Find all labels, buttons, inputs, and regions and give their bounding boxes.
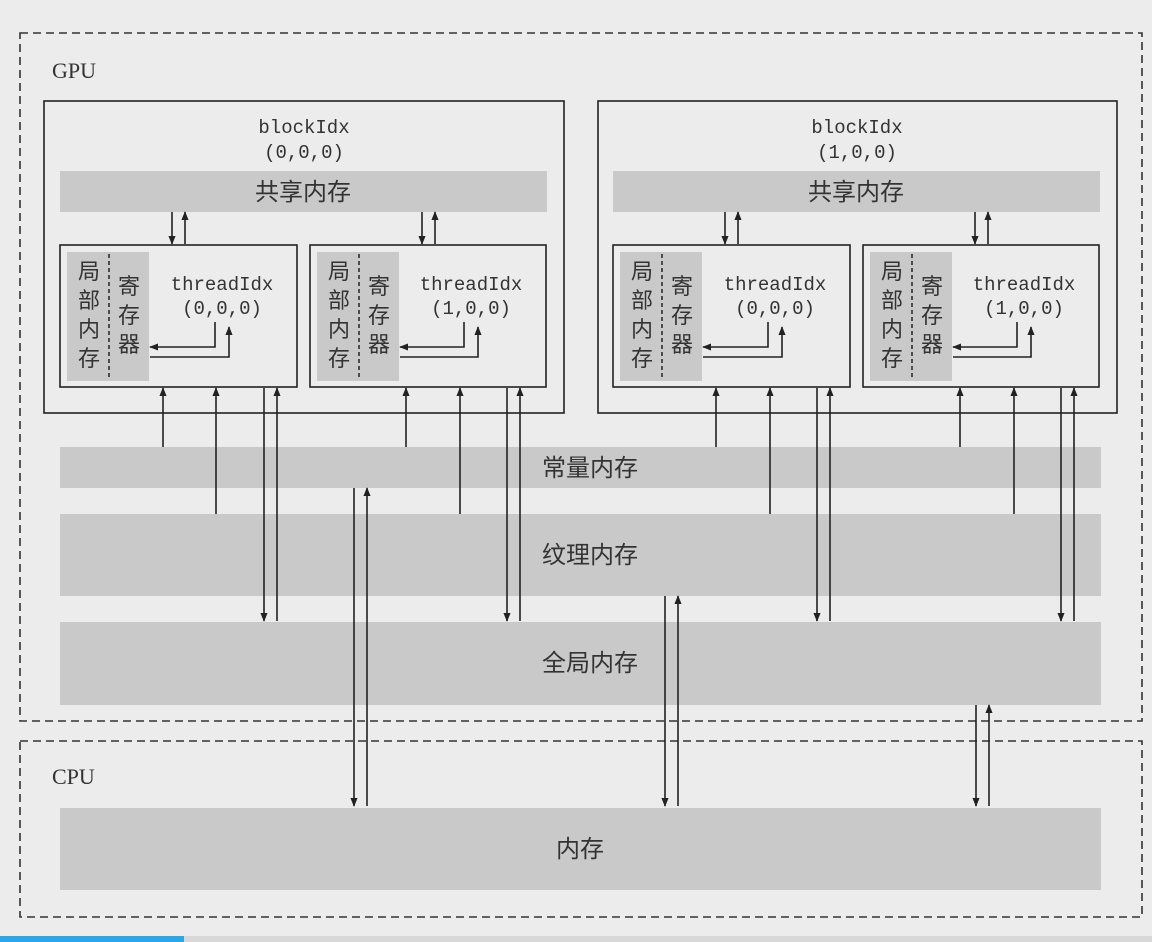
constant-memory-bar	[60, 447, 1101, 488]
local-memory-cell	[67, 252, 149, 381]
register-char: 器	[368, 333, 390, 358]
local-memory-char: 内	[78, 318, 100, 343]
block-0-shared-memory-label: 共享内存	[255, 178, 351, 206]
block-1-shared-memory-label: 共享内存	[808, 178, 904, 206]
register-char: 器	[118, 333, 140, 358]
register-char: 存	[921, 304, 943, 329]
video-progress-bar[interactable]	[0, 936, 1152, 942]
gpu-container	[19, 32, 1143, 722]
local-memory-char: 内	[881, 318, 903, 343]
local-memory-char: 局	[78, 260, 100, 285]
local-memory-char: 局	[631, 260, 653, 285]
block-1: blockIdx (1,0,0) 共享内存	[597, 100, 1118, 414]
host-memory-label: 内存	[556, 835, 604, 863]
local-memory-char: 存	[881, 347, 903, 372]
local-memory-char: 局	[328, 260, 350, 285]
global-memory-arrows	[260, 387, 1078, 622]
register-char: 寄	[368, 275, 390, 300]
local-memory-char: 存	[78, 347, 100, 372]
thread-b1-t1: 局 部 内 存 寄 存 器 threadIdx (1,0,0)	[862, 244, 1100, 388]
thread-b0-t0: 局 部 内 存 寄 存 器 threadIdx (0,0,0)	[59, 244, 298, 388]
local-memory-cell	[620, 252, 702, 381]
host-transfer-arrows	[350, 487, 993, 807]
register-char: 寄	[921, 275, 943, 300]
block-0: blockIdx (0,0,0) 共享内存	[43, 100, 565, 414]
block-1-index: (1,0,0)	[817, 142, 897, 164]
local-memory-char: 内	[328, 318, 350, 343]
gpu-label: GPU	[52, 58, 96, 83]
texture-memory-bar	[60, 514, 1101, 596]
thread-index: (0,0,0)	[182, 298, 262, 320]
thread-label: threadIdx	[724, 274, 827, 296]
register-char: 寄	[671, 275, 693, 300]
block-0-index: (0,0,0)	[264, 142, 344, 164]
video-progress-fill	[0, 936, 185, 942]
constant-memory-label: 常量内存	[542, 454, 638, 482]
local-memory-char: 部	[78, 289, 100, 314]
register-char: 器	[671, 333, 693, 358]
thread-label: threadIdx	[420, 274, 523, 296]
local-memory-cell	[317, 252, 399, 381]
host-memory-bar	[60, 808, 1101, 890]
block-1-shared-memory-bar	[613, 171, 1100, 212]
texture-memory-label: 纹理内存	[542, 541, 638, 569]
thread-label: threadIdx	[973, 274, 1076, 296]
local-memory-char: 内	[631, 318, 653, 343]
thread-index: (1,0,0)	[431, 298, 511, 320]
cpu-label: CPU	[52, 764, 95, 789]
thread-index: (1,0,0)	[984, 298, 1064, 320]
local-memory-cell	[870, 252, 952, 381]
thread-index: (0,0,0)	[735, 298, 815, 320]
cpu-container	[19, 740, 1143, 918]
local-memory-char: 部	[881, 289, 903, 314]
constant-memory-arrows	[159, 387, 964, 447]
register-char: 寄	[118, 275, 140, 300]
thread-b0-t1: 局 部 内 存 寄 存 器 threadIdx (1,0,0)	[309, 244, 547, 388]
register-char: 存	[368, 304, 390, 329]
thread-b1-t0: 局 部 内 存 寄 存 器 threadIdx (0,0,0)	[612, 244, 851, 388]
local-memory-char: 存	[631, 347, 653, 372]
block-0-shared-memory-bar	[60, 171, 547, 212]
local-memory-char: 部	[631, 289, 653, 314]
register-char: 存	[118, 304, 140, 329]
global-memory-bar	[60, 622, 1101, 705]
block-1-label: blockIdx	[811, 117, 902, 139]
thread-label: threadIdx	[171, 274, 274, 296]
block-0-label: blockIdx	[258, 117, 349, 139]
local-memory-char: 部	[328, 289, 350, 314]
register-char: 器	[921, 333, 943, 358]
texture-memory-arrows	[212, 387, 1018, 514]
local-memory-char: 存	[328, 347, 350, 372]
register-char: 存	[671, 304, 693, 329]
local-memory-char: 局	[881, 260, 903, 285]
shared-memory-arrows	[168, 211, 992, 245]
global-memory-label: 全局内存	[542, 649, 638, 677]
